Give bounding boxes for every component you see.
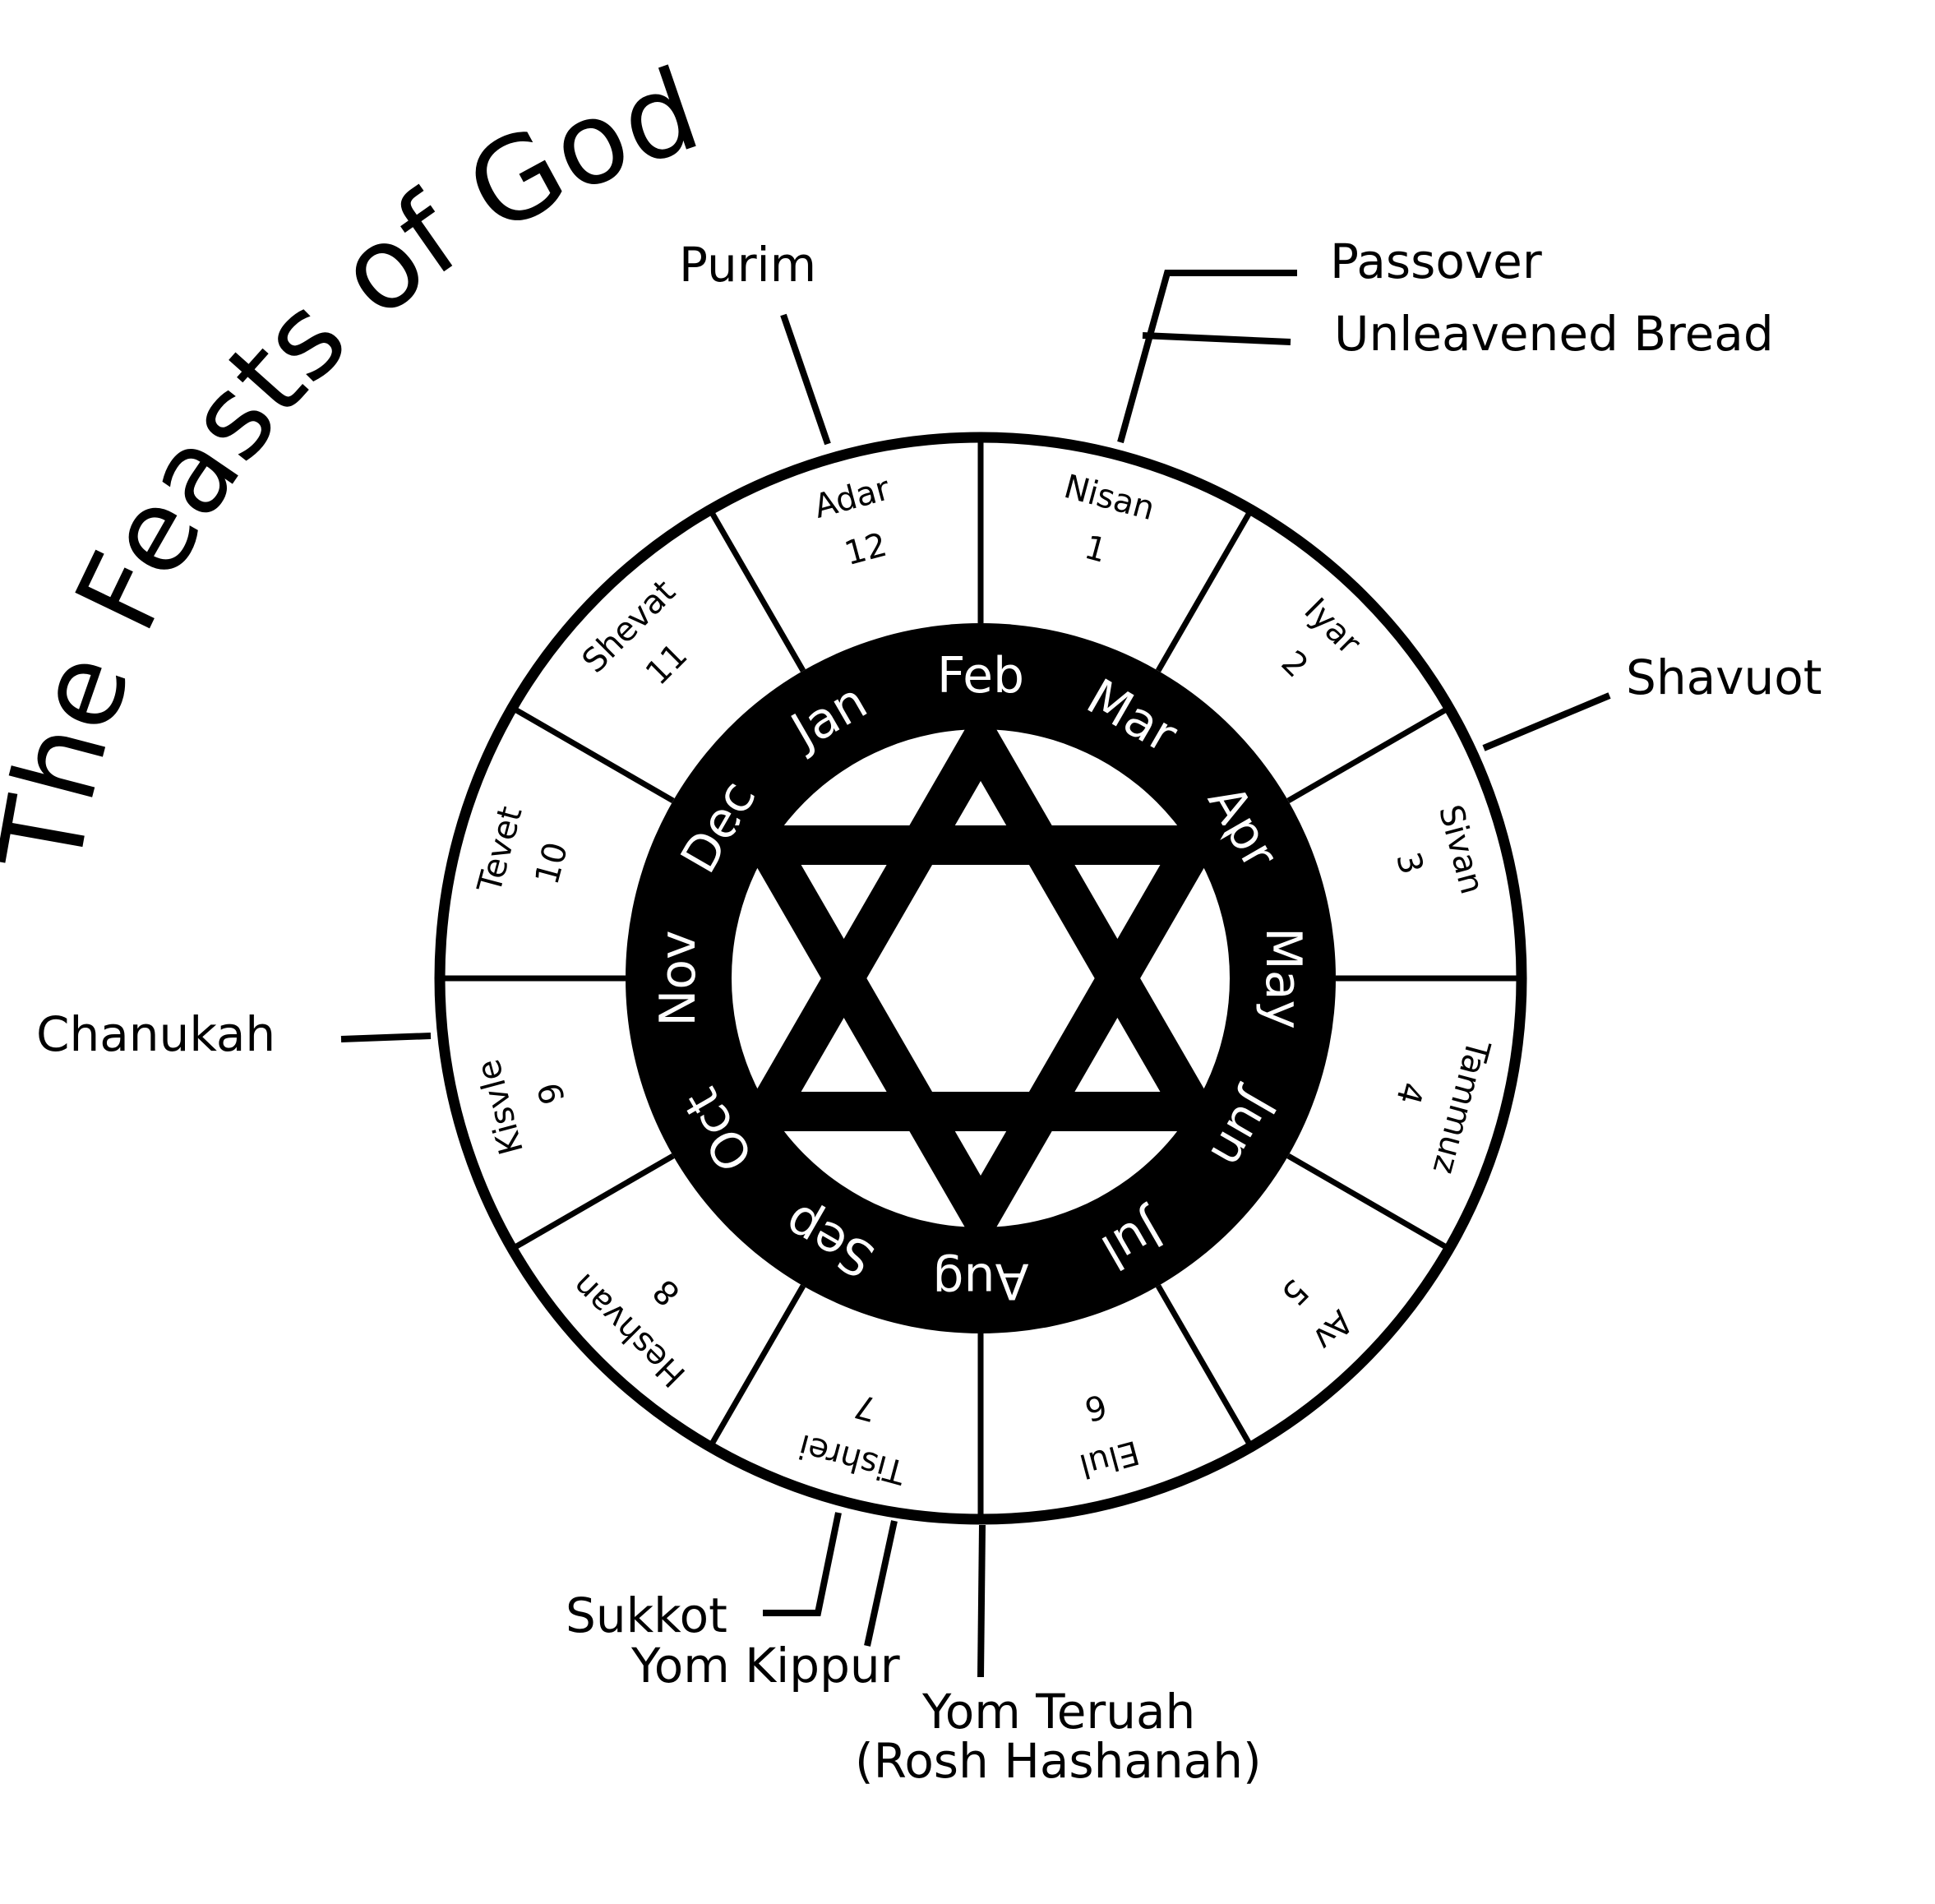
chanukah-leader	[340, 1033, 432, 1042]
yom-kippur-leader	[864, 1520, 898, 1647]
month-divider	[707, 1284, 806, 1449]
purim-leader	[780, 313, 831, 446]
shavuot-leader	[1482, 692, 1611, 751]
feast-leader-lines	[340, 270, 1611, 1678]
feast-unleavened-bread: Unleavened Bread	[1334, 306, 1774, 362]
gregorian-month: Aug	[932, 1252, 1028, 1310]
sukkot-leader	[763, 1512, 842, 1616]
gregorian-month: Feb	[937, 647, 1024, 705]
month-divider	[510, 1153, 675, 1252]
month-divider	[510, 705, 675, 804]
feast-rosh-hashanah: (Rosh Hashanah)	[855, 1733, 1262, 1789]
month-dividers	[440, 437, 1522, 1519]
feast-shavuot: Shavuot	[1626, 649, 1822, 705]
gregorian-month: May	[1254, 927, 1312, 1029]
gregorian-month: Nov	[649, 930, 707, 1026]
inner-disc	[732, 729, 1230, 1227]
feast-yom-kippur: Yom Kippur	[630, 1638, 900, 1694]
feast-passover: Passover	[1330, 233, 1542, 289]
month-divider	[1155, 1284, 1254, 1449]
feast-purim: Purim	[679, 237, 816, 293]
feast-chanukah: Chanukah	[36, 1006, 275, 1062]
month-divider	[1286, 1153, 1451, 1252]
month-divider	[707, 508, 806, 672]
passover-leader	[1117, 270, 1297, 444]
month-divider	[1286, 705, 1451, 804]
unleavened-bread-leader	[1142, 332, 1291, 345]
month-divider	[1155, 508, 1254, 672]
feast-sukkot: Sukkot	[566, 1587, 727, 1643]
feast-yom-teruah: Yom Teruah	[921, 1684, 1195, 1740]
yom-teruah-leader	[977, 1524, 986, 1678]
star-of-david-icon	[732, 702, 1229, 1255]
